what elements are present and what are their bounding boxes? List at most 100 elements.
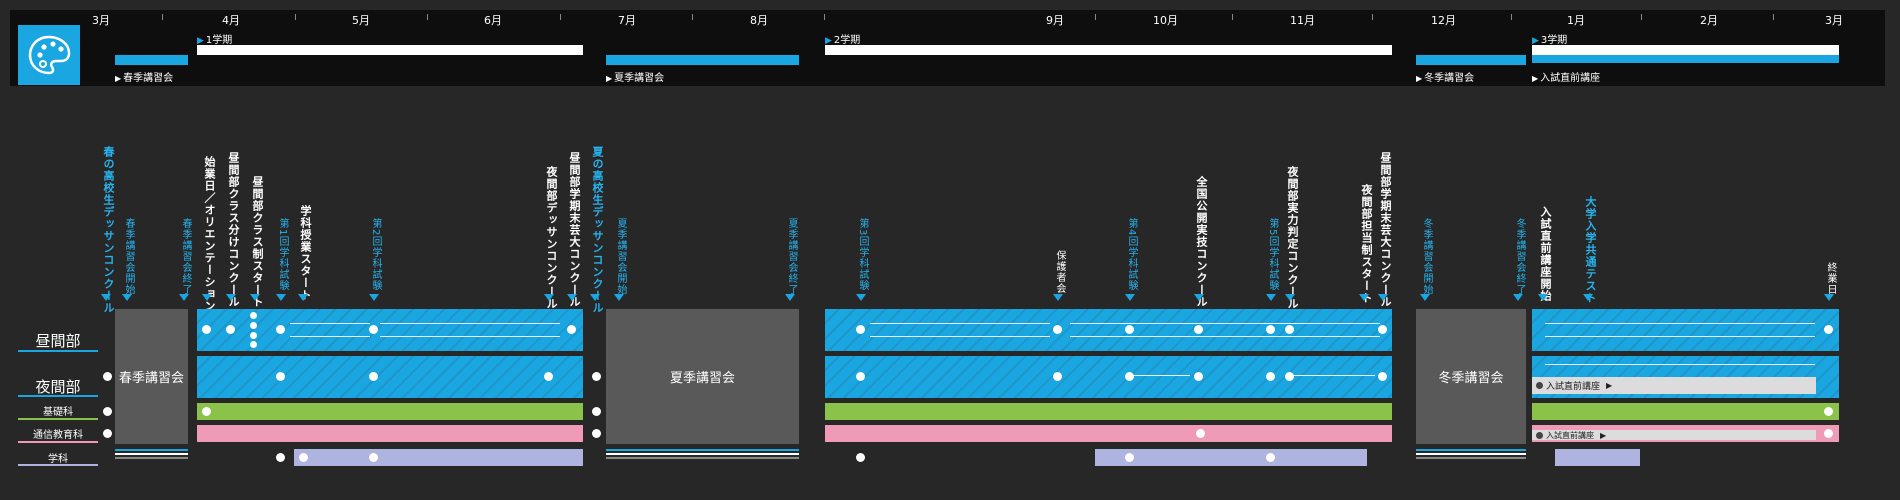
- gakka-session-marker: [1416, 449, 1526, 461]
- event-dot: [1053, 325, 1062, 334]
- event-arrow: [101, 294, 111, 301]
- event-label: 終業日: [1825, 262, 1836, 295]
- month-tick: [824, 14, 825, 20]
- event-dot: [544, 372, 553, 381]
- exam-prep-box: 入試直前講座: [1532, 377, 1816, 394]
- session-block-winter: 冬季講習会: [1416, 309, 1526, 444]
- day-line: [1545, 336, 1815, 337]
- session-label-summer: 夏季講習会: [606, 69, 664, 84]
- event-arrow: [250, 294, 260, 301]
- event-label: 始業日／オリエンテーション: [203, 156, 216, 312]
- day-line: [380, 323, 560, 324]
- session-block-label: 冬季講習会: [1438, 371, 1504, 386]
- event-label: 夜間部実力判定コンクール: [1286, 166, 1299, 310]
- month-label: 3月: [92, 14, 110, 27]
- day-bar: [197, 309, 583, 351]
- session-label-exam: 入試直前講座: [1532, 69, 1600, 84]
- event-dot: [369, 325, 378, 334]
- event-dot: [1824, 407, 1833, 416]
- month-label: 5月: [352, 14, 370, 27]
- month-label: 9月: [1046, 14, 1064, 27]
- month-label: 10月: [1153, 14, 1178, 27]
- session-label-winter: 冬季講習会: [1416, 69, 1474, 84]
- month-label: 4月: [222, 14, 240, 27]
- event-dot: [1824, 325, 1833, 334]
- month-label: 1月: [1567, 14, 1585, 27]
- term-label: 3学期: [1532, 31, 1567, 46]
- day-line: [380, 336, 560, 337]
- event-arrow: [179, 294, 189, 301]
- event-dot: [1285, 372, 1294, 381]
- event-dot: [1285, 325, 1294, 334]
- session-bar-winter: [1416, 55, 1526, 65]
- event-arrow: [226, 294, 236, 301]
- event-arrow: [785, 294, 795, 301]
- month-tick: [1095, 14, 1096, 20]
- event-dot: [276, 453, 285, 462]
- event-label: 夜間部担当制スタート: [1360, 184, 1373, 304]
- row-label-day: 昼間部: [35, 332, 81, 350]
- term-bar: [825, 45, 1392, 55]
- month-tick: [295, 14, 296, 20]
- event-dot: [250, 312, 257, 319]
- day-line: [1070, 336, 1380, 337]
- month-tick: [162, 14, 163, 20]
- event-arrow: [544, 294, 554, 301]
- event-dot: [592, 407, 601, 416]
- month-label: 7月: [618, 14, 636, 27]
- exam-prep-label: 入試直前講座: [1546, 382, 1601, 392]
- palette-icon[interactable]: [18, 25, 80, 85]
- night-line: [1545, 364, 1815, 365]
- month-tick: [1232, 14, 1233, 20]
- row-underline: [18, 464, 98, 466]
- session-block-summer: 夏季講習会: [606, 309, 799, 444]
- event-dot: [1125, 325, 1134, 334]
- event-label: 春季講習会終了: [180, 218, 191, 295]
- event-dot: [1378, 372, 1387, 381]
- session-block-label: 夏季講習会: [669, 371, 735, 386]
- corr-bar: [197, 425, 583, 442]
- event-label: 保護者会: [1054, 250, 1065, 294]
- event-arrow: [1824, 294, 1834, 301]
- exam-prep-box: 入試直前講座: [1532, 430, 1816, 440]
- day-bar: [1532, 309, 1839, 351]
- event-arrow: [1378, 294, 1388, 301]
- event-label: 昼間部学期末芸大コンクール: [1379, 152, 1392, 308]
- gakka-bar: [1555, 449, 1640, 466]
- row-label-gakka: 学科: [48, 454, 68, 465]
- event-label: 夏季講習会終了: [786, 218, 797, 295]
- event-label: 大学入学共通テスト: [1584, 196, 1597, 304]
- event-dot: [567, 325, 576, 334]
- event-dot: [369, 372, 378, 381]
- month-tick: [1641, 14, 1642, 20]
- event-dot: [1125, 453, 1134, 462]
- basic-bar: [197, 403, 583, 420]
- month-tick: [560, 14, 561, 20]
- night-bar: [825, 356, 1392, 398]
- event-arrow: [202, 294, 212, 301]
- event-label: 春の高校生デッサンコンクール: [102, 146, 115, 314]
- event-dot: [1196, 429, 1205, 438]
- month-label: 2月: [1700, 14, 1718, 27]
- event-dot: [1125, 372, 1134, 381]
- event-dot: [856, 372, 865, 381]
- event-arrow: [276, 294, 286, 301]
- event-arrow: [369, 294, 379, 301]
- day-line: [1545, 323, 1815, 324]
- gakka-session-marker: [606, 449, 799, 461]
- month-tick: [692, 14, 693, 20]
- event-arrow: [590, 294, 600, 301]
- row-underline: [18, 418, 98, 420]
- event-dot: [856, 325, 865, 334]
- corr-bar: [825, 425, 1392, 442]
- night-line: [1290, 375, 1375, 376]
- event-arrow: [567, 294, 577, 301]
- event-dot: [202, 325, 211, 334]
- month-label: 8月: [750, 14, 768, 27]
- event-dot: [1194, 372, 1203, 381]
- session-block-spring: 春季講習会: [115, 309, 188, 444]
- event-label: 第2回学科試験: [370, 218, 381, 292]
- event-label: 夏の高校生デッサンコンクール: [591, 146, 604, 314]
- gakka-bar: [1095, 449, 1367, 466]
- event-dot: [856, 453, 865, 462]
